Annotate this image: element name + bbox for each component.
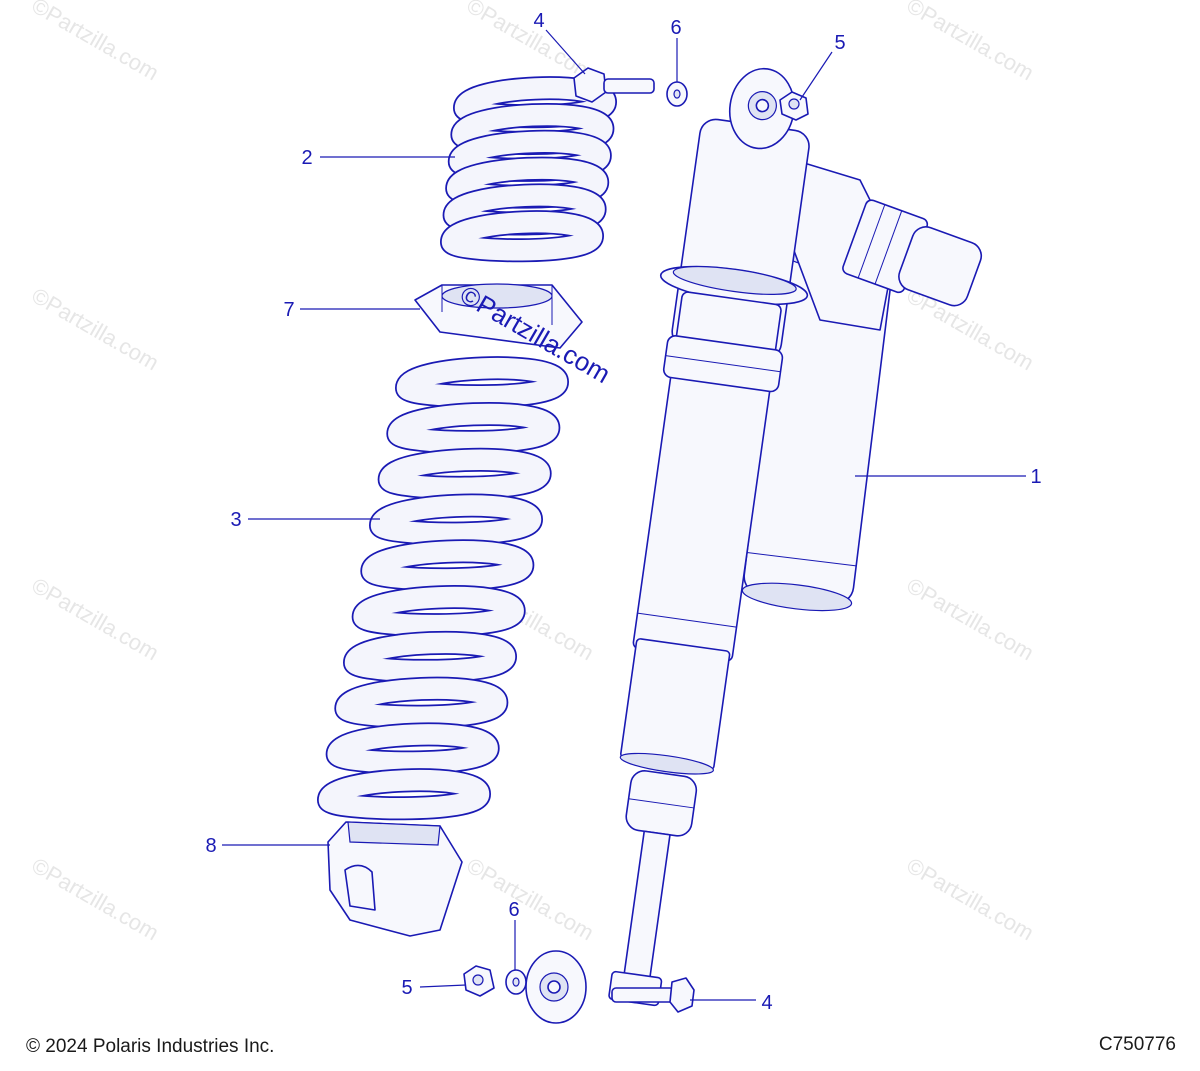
lower-spring-coil-6: [344, 632, 516, 682]
diagram-id: C750776: [1098, 1034, 1176, 1055]
callout-c4b: 4: [761, 992, 772, 1014]
shock-body: [608, 67, 810, 1007]
lower-spring-coil-0: [396, 357, 568, 407]
upper-washer[interactable]: [666, 81, 688, 107]
watermark-4: ©Partzilla.com: [903, 283, 1039, 376]
callout-c3: 3: [230, 509, 241, 531]
upper-spring-coil-5: [441, 211, 603, 261]
callout-c5b: 5: [401, 977, 412, 999]
lower-washer[interactable]: [505, 969, 527, 995]
callout-c8: 8: [205, 835, 216, 857]
callout-c1: 1: [1030, 466, 1041, 488]
lower-spring-coil-4: [362, 541, 533, 590]
lower-spring[interactable]: [317, 356, 570, 821]
watermark-9: ©Partzilla.com: [463, 853, 599, 946]
callout-labels: 1 2 3 4 4 5 5 6 6 7 8: [205, 10, 1041, 1014]
lower-nut[interactable]: [463, 965, 495, 997]
watermark-7: ©Partzilla.com: [903, 573, 1039, 666]
lower-spring-coil-9: [318, 769, 490, 819]
lower-spring-coil-2: [379, 449, 550, 499]
watermark-1: ©Partzilla.com: [463, 0, 599, 85]
callout-c4a: 4: [533, 10, 544, 32]
upper-spring[interactable]: [440, 76, 618, 263]
lower-spring-coil-3: [370, 495, 542, 544]
leader-lines: [222, 29, 1026, 1001]
watermark-2: ©Partzilla.com: [903, 0, 1039, 85]
watermark-3: ©Partzilla.com: [28, 283, 164, 376]
reservoir-cap: [842, 199, 983, 307]
watermark-8: ©Partzilla.com: [28, 853, 164, 946]
watermark-5: ©Partzilla.com: [28, 573, 164, 666]
spring-adapter[interactable]: [414, 283, 583, 349]
callout-c7: 7: [283, 299, 294, 321]
lower-bolt[interactable]: [611, 977, 695, 1013]
callout-c5a: 5: [834, 32, 845, 54]
lower-spring-coil-1: [388, 403, 559, 453]
lower-spring-coil-8: [327, 724, 498, 773]
watermark-10: ©Partzilla.com: [903, 853, 1039, 946]
callout-c6b: 6: [508, 899, 519, 921]
lower-spring-coil-7: [336, 678, 507, 727]
shock-absorber[interactable]: [525, 58, 987, 1024]
lower-spring-coil-5: [353, 586, 524, 636]
lower-spring-seat[interactable]: [327, 821, 463, 937]
callout-c6a: 6: [670, 17, 681, 39]
upper-bolt[interactable]: [573, 67, 655, 103]
watermark-0: ©Partzilla.com: [28, 0, 164, 85]
copyright-text: © 2024 Polaris Industries Inc.: [26, 1036, 275, 1057]
callout-c2: 2: [301, 147, 312, 169]
